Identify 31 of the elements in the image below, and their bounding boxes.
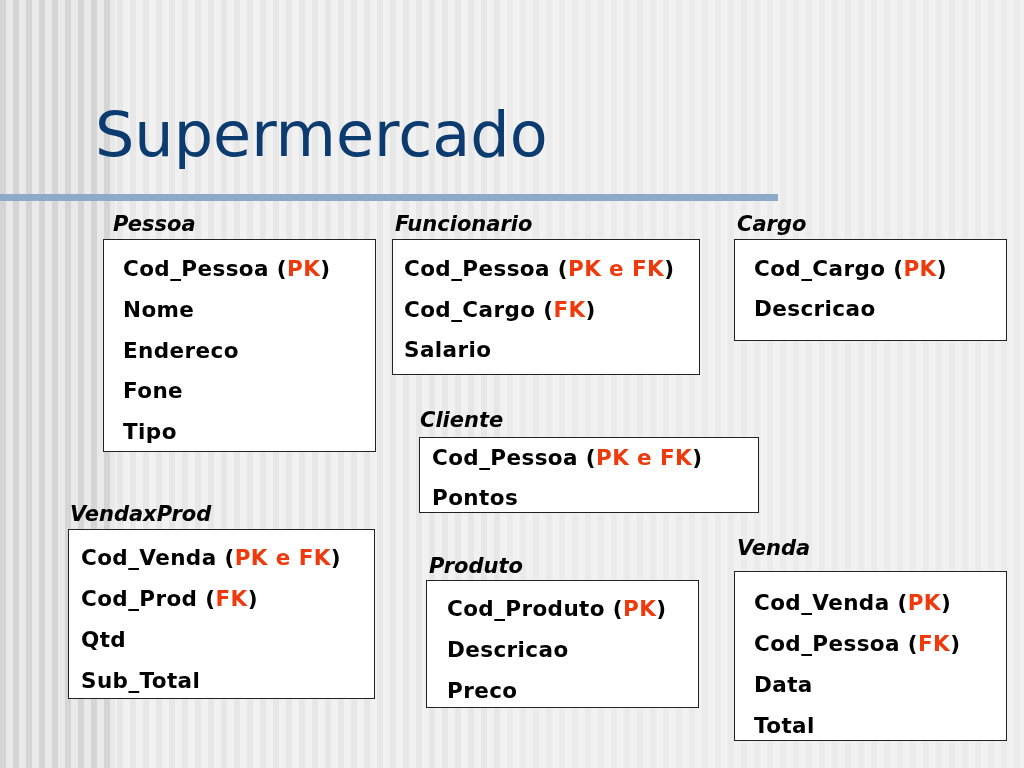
column-name: Descricao bbox=[447, 636, 569, 664]
table-name: Venda bbox=[737, 535, 811, 561]
column-name: Cod_Venda (PK e FK) bbox=[81, 544, 341, 572]
table-name: Pessoa bbox=[113, 211, 196, 237]
column-name: Cod_Produto (PK) bbox=[447, 595, 667, 623]
table-name: Produto bbox=[429, 553, 523, 579]
column-name: Cod_Cargo (FK) bbox=[404, 295, 596, 324]
table-name: Cargo bbox=[737, 211, 807, 237]
column-name: Data bbox=[754, 671, 813, 699]
column-name: Sub_Total bbox=[81, 667, 201, 695]
column-name: Qtd bbox=[81, 626, 127, 654]
column-name: Fone bbox=[123, 377, 184, 406]
column-name: Salario bbox=[404, 336, 492, 364]
column-name: Cod_Venda (PK) bbox=[754, 589, 952, 617]
table-name: Funcionario bbox=[395, 211, 533, 237]
column-name: Pontos bbox=[432, 484, 519, 512]
table-name: VendaxProd bbox=[70, 501, 212, 527]
column-name: Tipo bbox=[123, 418, 177, 446]
column-name: Cod_Pessoa (PK e FK) bbox=[404, 255, 675, 283]
column-name: Cod_Cargo (PK) bbox=[754, 255, 947, 283]
slide-title: Supermercado bbox=[95, 98, 548, 172]
column-name: Cod_Pessoa (PK e FK) bbox=[432, 444, 703, 472]
column-name: Cod_Pessoa (FK) bbox=[754, 630, 961, 658]
column-name: Total bbox=[754, 712, 815, 740]
column-name: Preco bbox=[447, 677, 518, 705]
column-name: Descricao bbox=[754, 295, 876, 323]
column-name: Cod_Prod (FK) bbox=[81, 585, 258, 613]
column-name: Cod_Pessoa (PK) bbox=[123, 255, 331, 283]
table-name: Cliente bbox=[420, 407, 504, 433]
column-name: Nome bbox=[123, 295, 195, 324]
column-name: Endereco bbox=[123, 336, 239, 365]
